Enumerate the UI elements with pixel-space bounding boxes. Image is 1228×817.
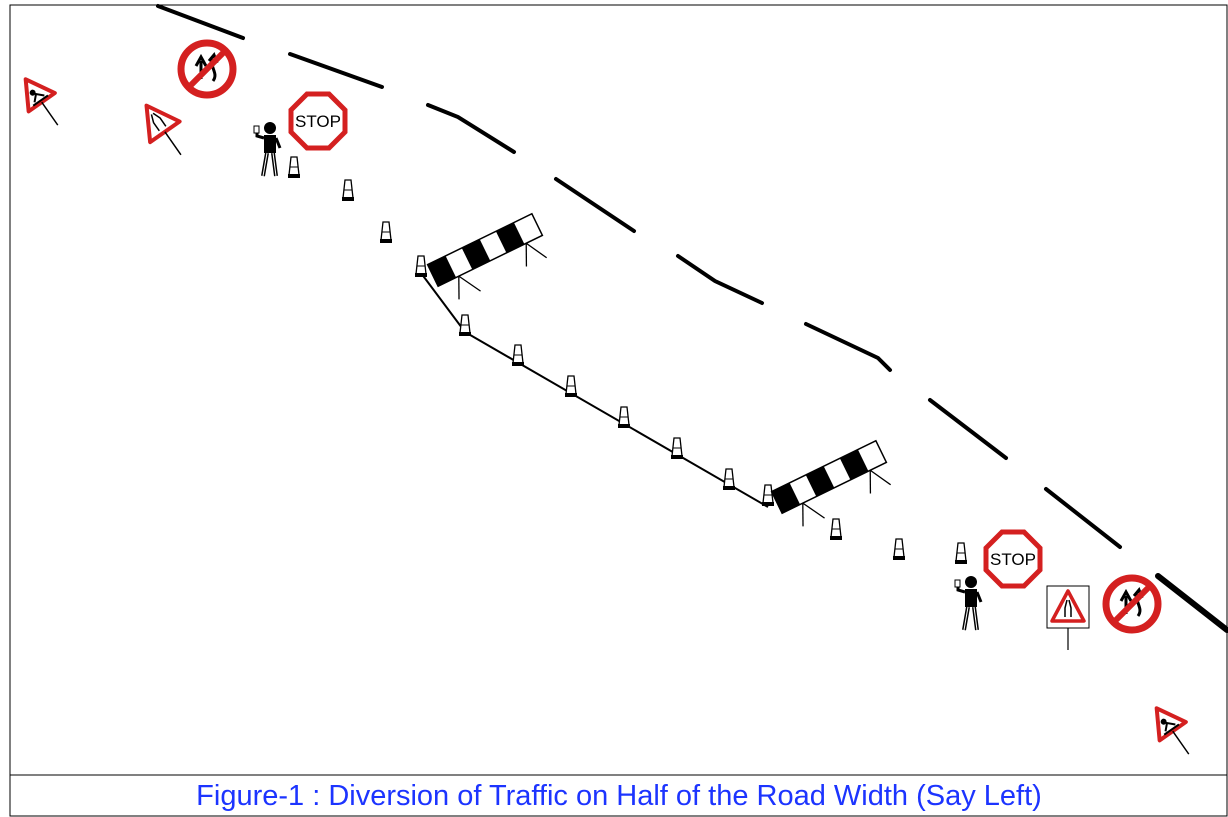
road-narrows-sign-icon bbox=[144, 103, 1090, 650]
figure-border bbox=[9, 4, 1228, 817]
barricade-icon bbox=[426, 212, 892, 527]
stop-sign-icon: STOP bbox=[983, 529, 1043, 589]
stop-sign-label: STOP bbox=[295, 112, 341, 131]
stop-sign-icon: STOP bbox=[288, 91, 348, 151]
road-centre-line bbox=[156, 4, 1228, 633]
traffic-cone-icon bbox=[287, 156, 968, 565]
flagman-icon bbox=[252, 120, 983, 632]
stop-sign-label: STOP bbox=[990, 550, 1036, 569]
figure-caption: Figure-1 : Diversion of Traffic on Half … bbox=[196, 780, 1042, 812]
no-overtaking-sign-icon bbox=[177, 39, 1162, 634]
work-zone-boundary bbox=[420, 272, 769, 508]
men-at-work-sign-icon bbox=[23, 77, 1190, 755]
